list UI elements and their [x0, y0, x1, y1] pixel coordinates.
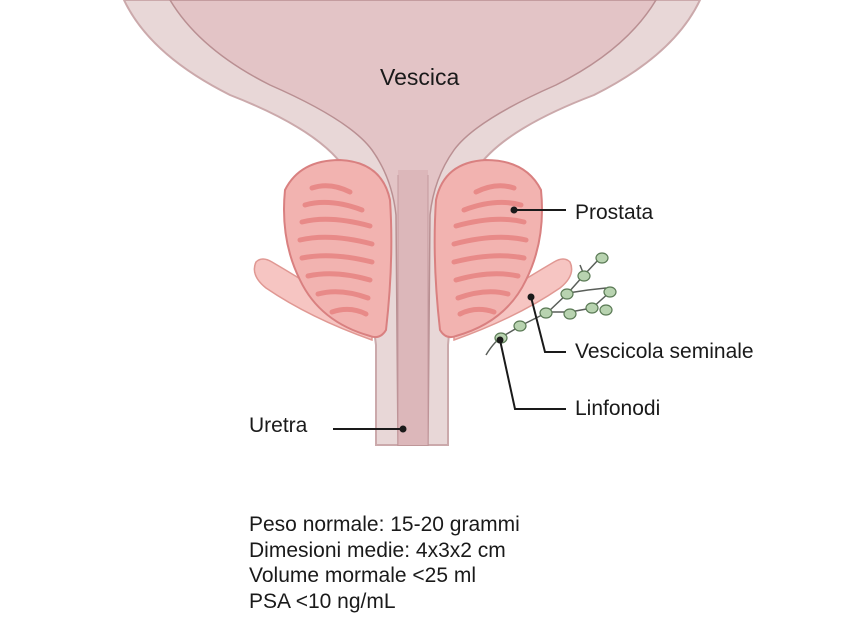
lymph-node — [585, 302, 599, 314]
urethra-label: Uretra — [249, 414, 308, 437]
lymph-node — [577, 270, 591, 282]
lymph-node — [603, 286, 617, 298]
lymph-nodes-pointer-dot — [496, 336, 504, 344]
prostate-lobe-right — [433, 158, 543, 339]
seminal-vesicle-pointer-dot — [527, 293, 535, 301]
lymph-node — [560, 288, 574, 300]
prostate-label: Prostata — [575, 201, 654, 224]
lymph-node — [599, 304, 613, 316]
prostate-pointer-dot — [510, 206, 518, 214]
bladder-label: Vescica — [380, 64, 460, 90]
lymph-node — [595, 252, 609, 264]
fact-psa: PSA <10 ng/mL — [249, 589, 396, 613]
lymph-node — [513, 320, 527, 332]
fact-volume: Volume mormale <25 ml — [249, 564, 477, 587]
prostate-facts: Peso normale: 15-20 grammi Dimesioni med… — [249, 512, 520, 614]
lymph-nodes-label: Linfonodi — [575, 397, 661, 420]
lymph-node — [563, 308, 577, 320]
fact-dimensions: Dimesioni medie: 4x3x2 cm — [249, 538, 506, 562]
urethra — [398, 170, 428, 445]
seminal-vesicle-label: Vescicola seminale — [575, 340, 754, 363]
lymph-node — [539, 307, 553, 319]
urethra-pointer-dot — [399, 425, 407, 433]
lymph-node-chain — [485, 252, 617, 356]
prostate-lobe-left — [283, 158, 393, 339]
fact-weight: Peso normale: 15-20 grammi — [249, 513, 520, 536]
seminal-vesicle-leader-line — [530, 296, 566, 353]
lymph-nodes-leader-line — [499, 339, 566, 410]
